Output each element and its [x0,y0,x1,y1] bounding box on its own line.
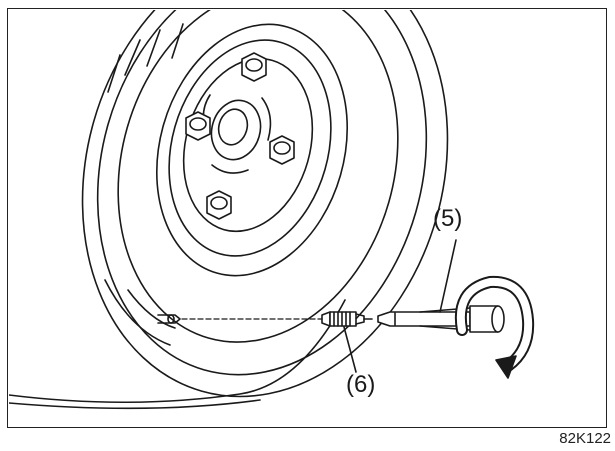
valve-core-icon [321,311,373,373]
rotation-arrow-icon [454,275,535,379]
callout-5-label: (5) [433,205,463,232]
callout-6-label: (6) [346,371,376,398]
valve-stem [157,314,181,324]
lug-nut-icon [185,52,295,220]
figure-code: 82K122 [559,430,611,447]
